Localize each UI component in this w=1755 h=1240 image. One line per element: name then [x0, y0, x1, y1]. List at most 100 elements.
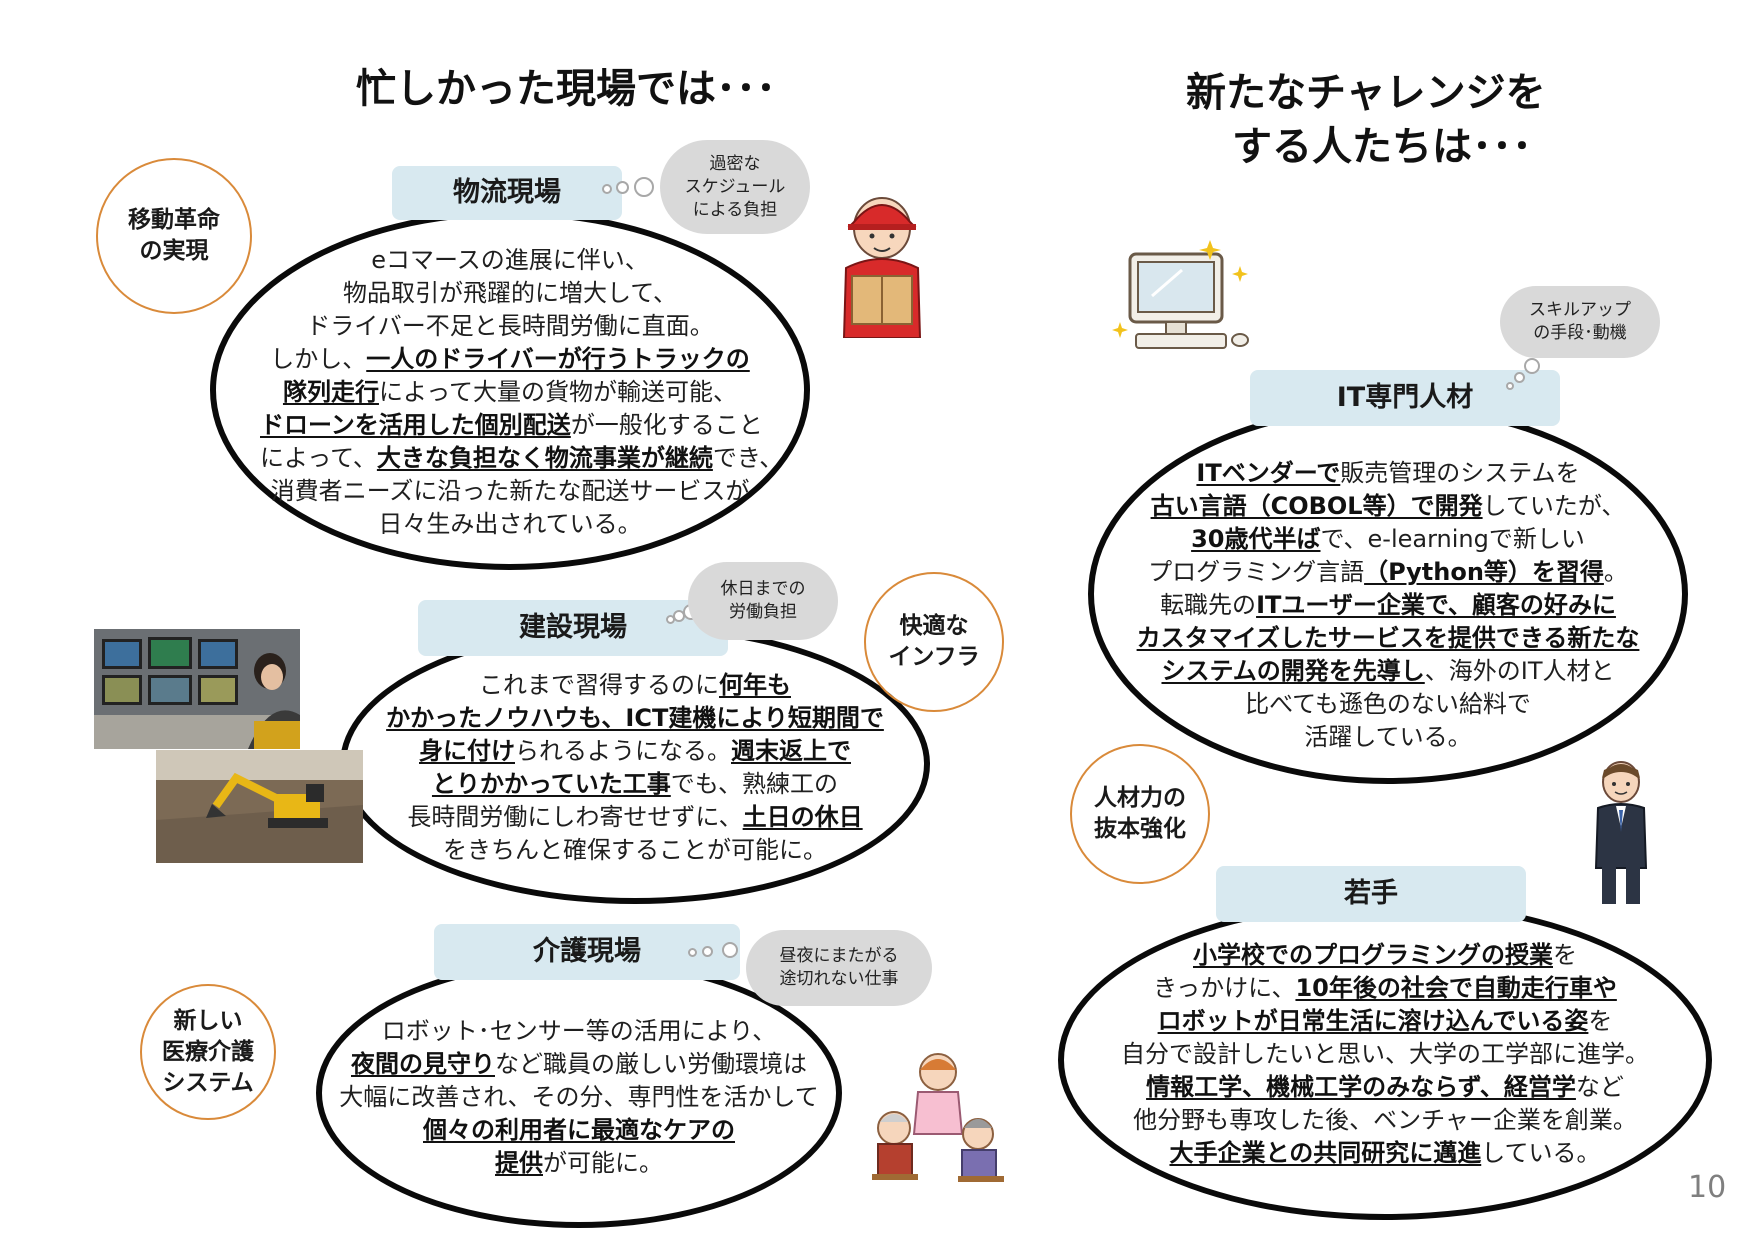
excavator-photo	[156, 750, 363, 863]
text-line: ロボット･センサー等の活用により、	[339, 1015, 819, 1048]
body-text: が一般化すること	[570, 411, 763, 439]
body-text: 日々生み出されている。	[378, 510, 642, 538]
construction-label: 建設現場	[418, 600, 728, 656]
body-text: ロボット･センサー等の活用により、	[381, 1017, 777, 1045]
young-man-illustration	[1594, 761, 1648, 904]
text-line: 小学校でのプログラミングの授業を	[1105, 939, 1665, 972]
text-line: 隊列走行によって大量の貨物が輸送可能、	[260, 376, 760, 409]
body-text: をきちんと確保することが可能に。	[443, 836, 827, 864]
text-line: 他分野も専攻した後、ベンチャー企業を創業。	[1105, 1104, 1665, 1137]
right-heading-line1: 新たなチャレンジを	[1186, 70, 1546, 116]
human-resource-enhancement-circle: 人材力の抜本強化	[1070, 744, 1210, 884]
it-thought-dot-large	[1524, 358, 1540, 374]
care-thought-cloud: 昼夜にまたがる途切れない仕事	[746, 930, 932, 1006]
body-text: でき、	[712, 444, 784, 472]
care-thought-dot-small	[688, 948, 697, 957]
mobility-revolution-circle: 移動革命の実現	[96, 158, 252, 314]
body-text: によって大量の貨物が輸送可能、	[378, 378, 738, 406]
emphasis-text: ITベンダーで	[1196, 459, 1341, 487]
body-text: など職員の厳しい労働環境は	[495, 1050, 807, 1078]
text-line: ITベンダーで販売管理のシステムを	[1118, 457, 1658, 490]
emphasis-text: 提供	[495, 1149, 543, 1177]
emphasis-text: 個々の利用者に最適なケアの	[423, 1116, 735, 1144]
text-line: 物品取引が飛躍的に増大して、	[260, 277, 760, 310]
emphasis-text: ドローンを活用した個別配送	[260, 411, 571, 439]
care-oval	[316, 958, 842, 1228]
it-thought-cloud: スキルアップの手段･動機	[1500, 286, 1660, 358]
emphasis-text: 小学校でのプログラミングの授業	[1193, 941, 1553, 969]
text-line: 消費者ニーズに沿った新たな配送サービスが	[260, 475, 760, 508]
logistics-thought-dot-mid	[616, 181, 629, 194]
care-text: ロボット･センサー等の活用により、夜間の見守りなど職員の厳しい労働環境は大幅に改…	[339, 1015, 819, 1180]
emphasis-text: 身に付け	[419, 737, 515, 765]
emphasis-text: 大きな負担なく物流事業が継続	[376, 444, 713, 472]
body-text: 長時間労働にしわ寄せせずに、	[407, 803, 743, 831]
emphasis-text: とりかかっていた工事	[431, 770, 671, 798]
emphasis-text: 土日の休日	[742, 803, 863, 831]
care-thought-dot-large	[722, 942, 738, 958]
body-text: など	[1575, 1073, 1624, 1101]
body-text: していたが、	[1482, 492, 1626, 520]
it-professional-label: IT専門人材	[1250, 370, 1560, 426]
logistics-label: 物流現場	[392, 166, 622, 220]
body-text: を	[1553, 941, 1577, 969]
text-line: 大手企業との共同研究に邁進している。	[1105, 1137, 1665, 1170]
emphasis-text: 情報工学、機械工学のみならず、経営学	[1146, 1073, 1576, 1101]
text-line: をきちんと確保することが可能に。	[365, 834, 905, 867]
logistics-thought-dot-large	[634, 177, 654, 197]
emphasis-text: システムの開発を先導し	[1161, 657, 1425, 685]
body-text: きっかけに、	[1153, 974, 1296, 1002]
text-line: 個々の利用者に最適なケアの	[339, 1114, 819, 1147]
young-person-oval	[1058, 900, 1712, 1220]
text-line: しかし、一人のドライバーが行うトラックの	[260, 343, 760, 376]
body-text: 。	[1603, 558, 1628, 586]
logistics-text: eコマースの進展に伴い、物品取引が飛躍的に増大して、ドライバー不足と長時間労働に…	[260, 244, 783, 541]
text-line: 夜間の見守りなど職員の厳しい労働環境は	[339, 1048, 819, 1081]
body-text: プログラミング言語	[1148, 558, 1365, 586]
body-text: 消費者ニーズに沿った新たな配送サービスが	[270, 477, 750, 505]
body-text: によって、	[260, 444, 377, 472]
text-line: 身に付けられるようになる。週末返上で	[365, 735, 905, 768]
text-line: 30歳代半ばで、e-learningで新しい	[1118, 523, 1658, 556]
body-text: を	[1588, 1007, 1613, 1035]
emphasis-text: 10年後の社会で自動走行車や	[1295, 974, 1617, 1002]
text-line: これまで習得するのに何年も	[365, 669, 905, 702]
it-thought-dot-mid	[1514, 372, 1525, 383]
it-professional-oval	[1088, 404, 1688, 784]
body-text: 物品取引が飛躍的に増大して、	[342, 279, 678, 307]
comfortable-infrastructure-circle: 快適なインフラ	[864, 572, 1004, 712]
delivery-worker-illustration	[842, 197, 922, 338]
text-line: 情報工学、機械工学のみならず、経営学など	[1105, 1071, 1665, 1104]
body-text: 他分野も専攻した後、ベンチャー企業を創業。	[1133, 1106, 1637, 1134]
text-line: かかったノウハウも、ICT建機により短期間で	[365, 702, 905, 735]
emphasis-text: 一人のドライバーが行うトラックの	[366, 345, 750, 373]
text-line: ドローンを活用した個別配送が一般化すること	[260, 409, 763, 442]
elderly-care-illustration	[872, 1053, 1004, 1182]
emphasis-text: 何年も	[719, 671, 791, 699]
text-line: 大幅に改善され、その分、専門性を活かして	[339, 1081, 819, 1114]
text-line: きっかけに、10年後の社会で自動走行車や	[1105, 972, 1665, 1005]
left-heading: 忙しかった現場では･･･	[356, 66, 776, 112]
text-line: 比べても遜色のない給料で	[1118, 688, 1658, 721]
emphasis-text: 30歳代半ば	[1191, 525, 1321, 553]
body-text: これまで習得するのに	[479, 671, 719, 699]
construction-thought-cloud: 休日までの労働負担	[688, 562, 838, 640]
text-line: 長時間労働にしわ寄せせずに、土日の休日	[365, 801, 905, 834]
text-line: ロボットが日常生活に溶け込んでいる姿を	[1105, 1005, 1665, 1038]
body-text: 、海外のIT人材と	[1424, 657, 1615, 685]
body-text: 大幅に改善され、その分、専門性を活かして	[339, 1083, 819, 1111]
text-line: システムの開発を先導し、海外のIT人材と	[1118, 655, 1658, 688]
emphasis-text: 週末返上で	[731, 737, 851, 765]
text-line: eコマースの進展に伴い、	[260, 244, 760, 277]
body-text: eコマースの進展に伴い、	[371, 246, 649, 274]
it-professional-text: ITベンダーで販売管理のシステムを古い言語（COBOL等）で開発していたが、30…	[1118, 457, 1658, 754]
text-line: カスタマイズしたサービスを提供できる新たな	[1118, 622, 1658, 655]
text-line: プログラミング言語（Python等）を習得。	[1118, 556, 1658, 589]
body-text: 転職先の	[1160, 591, 1257, 619]
text-line: 転職先のITユーザー企業で、顧客の好みに	[1118, 589, 1658, 622]
body-text: ドライバー不足と長時間労働に直面。	[306, 312, 714, 340]
young-person-label: 若手	[1216, 866, 1526, 922]
emphasis-text: 隊列走行	[282, 378, 379, 406]
care-thought-dot-mid	[702, 946, 713, 957]
emphasis-text: カスタマイズしたサービスを提供できる新たな	[1136, 624, 1640, 652]
